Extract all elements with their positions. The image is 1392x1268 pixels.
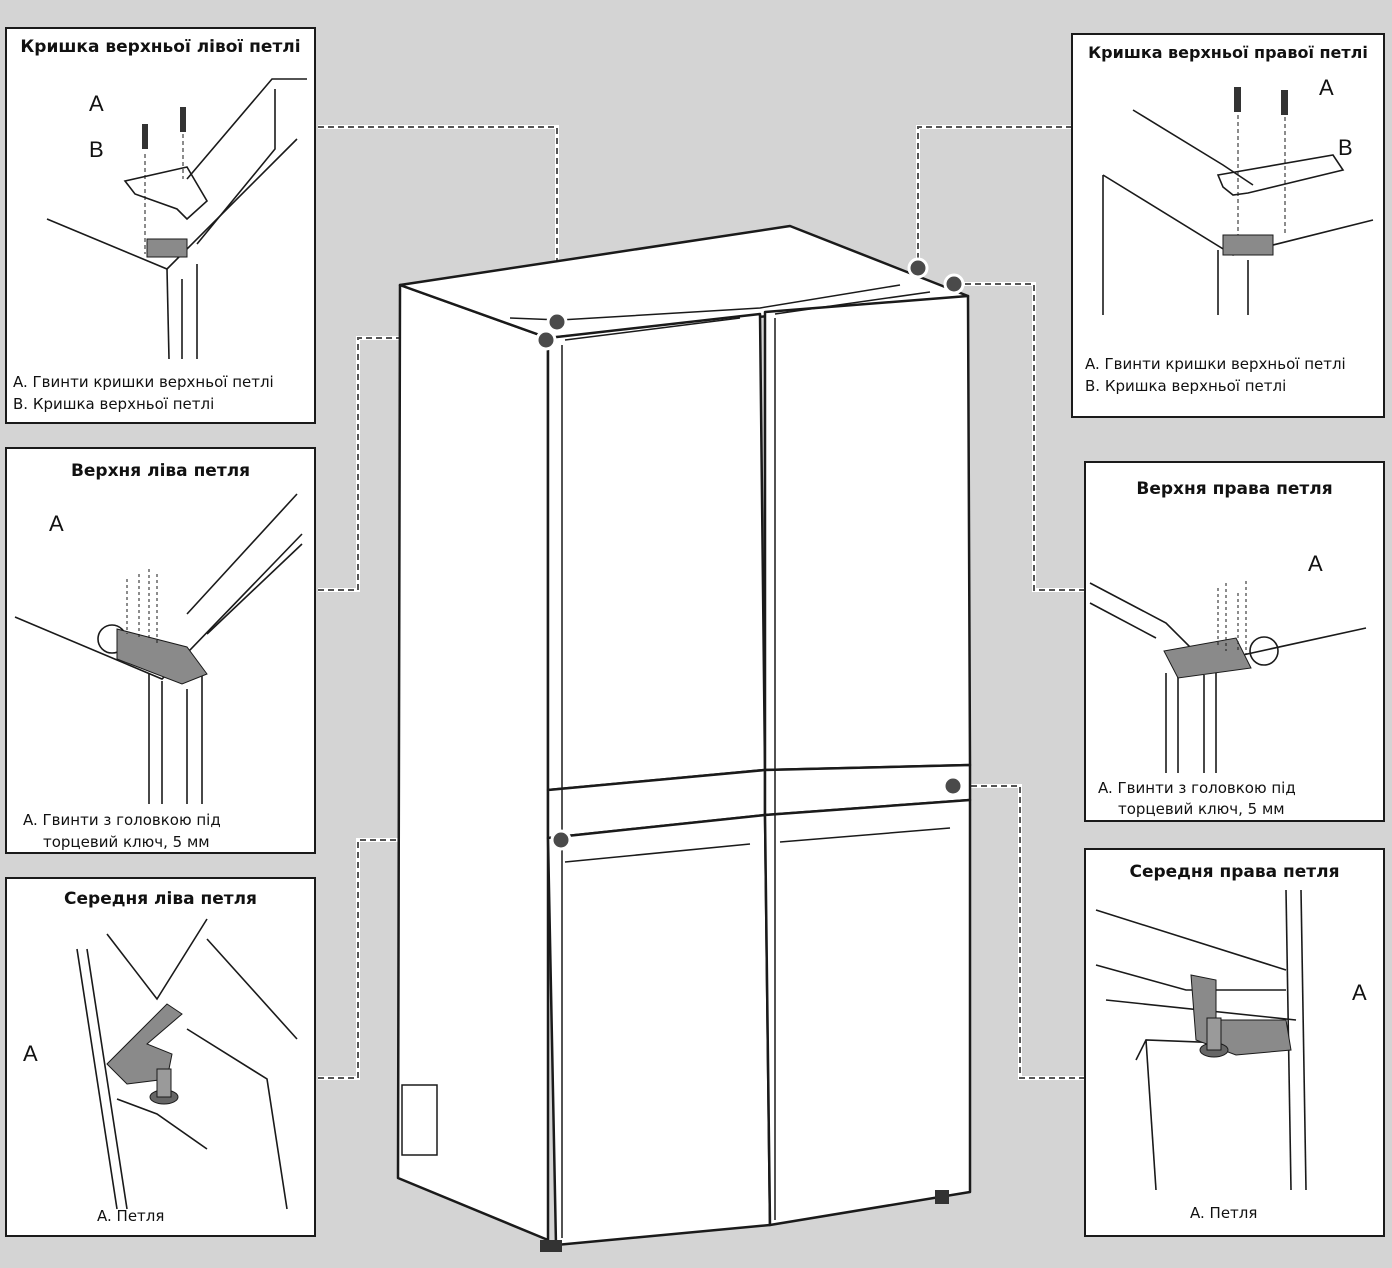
callout-a: A [1319,75,1334,100]
refrigerator [396,224,972,1247]
panel-title: Верхня права петля [1136,479,1333,499]
panel-title: Середня ліва петля [64,889,257,909]
caption-b: B. Кришка верхньої петлі [1085,377,1287,395]
caption-b: B. Кришка верхньої петлі [13,395,215,413]
top-left-cover-illustration [46,78,307,360]
middle-left-hinge-illustration [76,918,298,1210]
callout-b: B [1338,135,1353,160]
caption-a: A. Гвинти кришки верхньої петлі [13,373,274,391]
upper-right-hinge-illustration [1089,581,1367,773]
middle-right-hinge-illustration [1095,889,1307,1191]
panel-top-right-hinge-cover: Кришка верхньої правої петлі A B A. Гвин… [1071,33,1385,418]
caption-a: A. Петля [97,1207,165,1225]
panel-title: Середня права петля [1129,862,1340,882]
panel-top-left-hinge-cover: Кришка верхньої лівої петлі A B A. Гвинт… [5,27,316,424]
caption-a: A. Гвинти кришки верхньої петлі [1085,355,1346,373]
callout-a: A [49,511,64,536]
upper-left-hinge-illustration [14,493,303,804]
caption-a-line2: торцевий ключ, 5 мм [1118,800,1285,818]
callout-b: B [89,137,104,162]
panel-title: Кришка верхньої правої петлі [1088,43,1368,62]
callout-a: A [1308,551,1323,576]
callout-a: A [89,91,104,116]
top-right-cover-illustration [1102,87,1374,315]
panel-title: Верхня ліва петля [70,461,251,481]
panel-upper-left-hinge: Верхня ліва петля A A. Гвинти з головкою… [5,447,316,854]
caption-a-line2: торцевий ключ, 5 мм [43,833,210,851]
callout-a: A [23,1041,38,1066]
callout-a: A [1352,980,1367,1005]
caption-a-line1: A. Гвинти з головкою під [23,811,221,829]
panel-middle-left-hinge: Середня ліва петля A A. Петля [5,877,316,1237]
leader-lines [318,125,1085,1080]
panel-upper-right-hinge: Верхня права петля A A. Гвинти з головко… [1084,461,1385,822]
panel-middle-right-hinge: Середня права петля A A. Петля [1084,848,1385,1237]
panel-title: Кришка верхньої лівої петлі [20,37,301,57]
caption-a: A. Петля [1190,1204,1258,1222]
caption-a-line1: A. Гвинти з головкою під [1098,779,1296,797]
